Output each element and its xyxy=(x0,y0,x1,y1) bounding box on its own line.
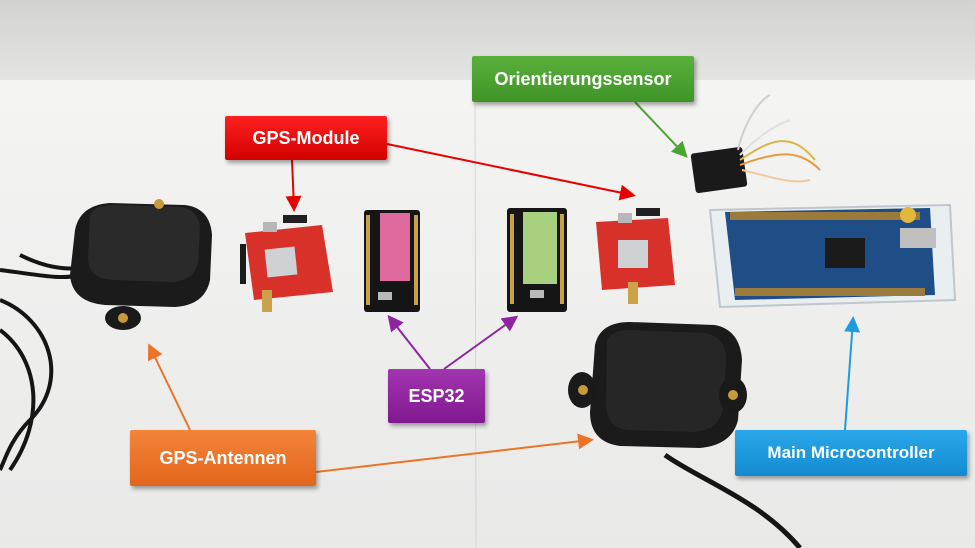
orientation-sensor-label: Orientierungssensor xyxy=(472,56,694,102)
esp32-label: ESP32 xyxy=(388,369,485,423)
gps-antenna-right xyxy=(568,322,802,548)
gps-antenna-left xyxy=(70,199,212,330)
arrow-esp32-left xyxy=(387,314,431,370)
arrow-gps-module-right xyxy=(386,143,636,201)
gps-module-right xyxy=(596,208,675,304)
arrow-gps-antenna-left xyxy=(148,343,191,431)
orientation-sensor xyxy=(690,94,821,194)
main-microcontroller-board xyxy=(708,203,957,309)
arrow-main-microcontroller xyxy=(844,316,861,431)
arrow-esp32-right xyxy=(443,315,519,370)
arrow-gps-module-left xyxy=(285,159,302,212)
arrow-gps-antenna-right xyxy=(315,433,594,473)
table-seam xyxy=(474,94,477,548)
gps-modules-label: GPS-Module xyxy=(225,116,387,160)
gps-module-left xyxy=(240,215,333,312)
main-microcontroller-label: Main Microcontroller xyxy=(735,430,967,476)
gps-antennas-label: GPS-Antennen xyxy=(130,430,316,486)
esp32-board-right xyxy=(507,208,567,312)
arrow-orientation-sensor xyxy=(634,101,688,158)
esp32-board-left xyxy=(364,210,420,312)
